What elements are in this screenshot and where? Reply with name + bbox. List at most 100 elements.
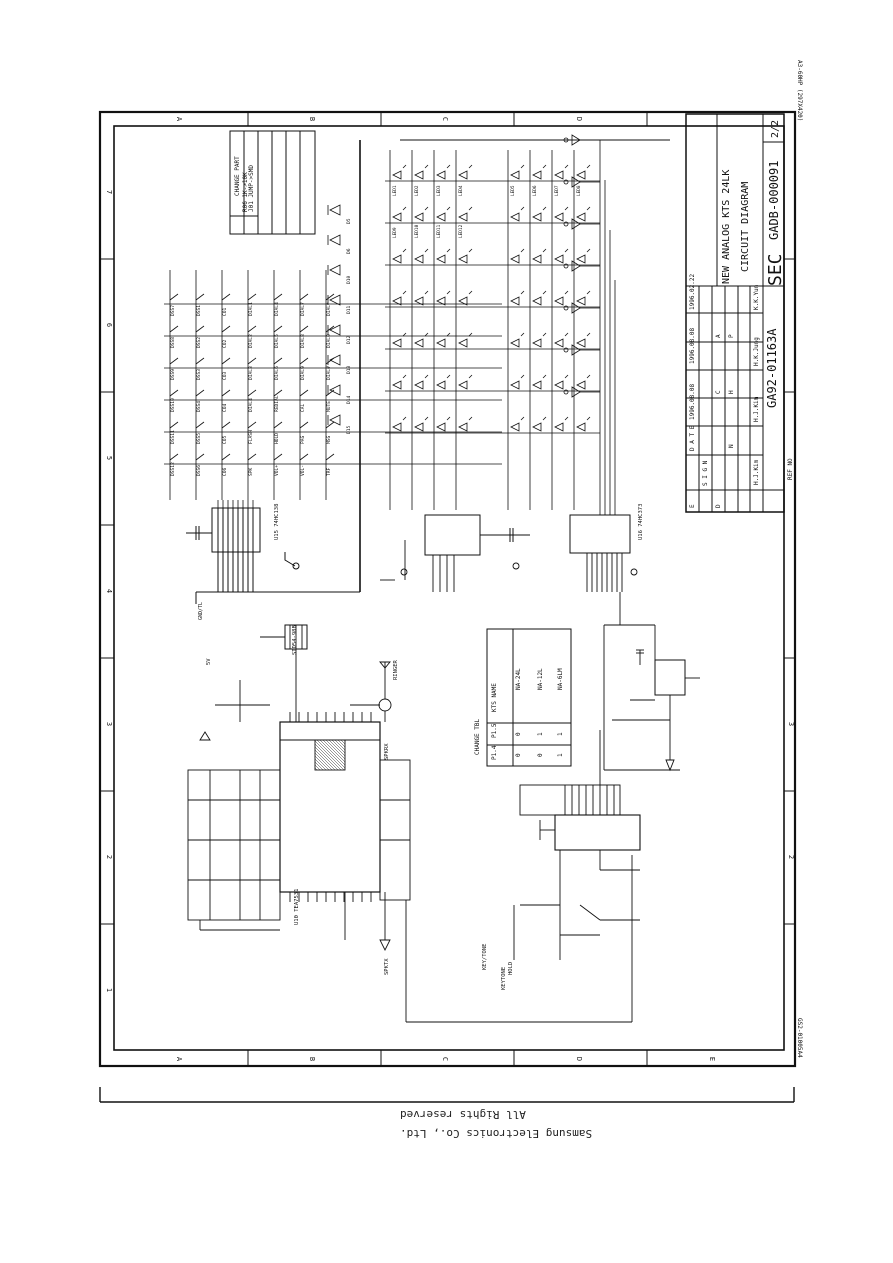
diode-label: D10 — [346, 275, 352, 284]
key-matrix-labels: DSS7DSS8DSS9DSS10DSS11DSS12DSS1DSS2DSS3D… — [170, 218, 352, 476]
key-label: DIAL1 — [248, 302, 254, 316]
key-switch — [247, 453, 257, 461]
led-icon — [510, 212, 520, 222]
key-label: PAG — [300, 435, 306, 444]
led-label: LED8 — [576, 185, 582, 196]
key-label: DSS5 — [196, 433, 202, 444]
diode-label: D15 — [346, 425, 352, 434]
zone-labels: A B C D A B C D E 1 2 3 4 5 6 7 2 3 — [105, 117, 795, 1062]
part-number: GA92-01163A — [765, 328, 779, 408]
driver-transistor-icon — [571, 218, 581, 230]
key-label: DSS7 — [170, 305, 176, 316]
key-matrix — [164, 204, 502, 508]
led-icon — [510, 380, 520, 390]
key-label: CO4 — [222, 403, 228, 412]
tone-label-keytone: KEY/TONE — [482, 944, 488, 971]
zone-bot-e: E — [708, 1057, 716, 1061]
inner-frame — [113, 125, 785, 1051]
ic-u16-label: U16 74HC373 — [638, 504, 644, 540]
led-icon — [414, 254, 424, 264]
zone-left-4: 4 — [105, 589, 113, 593]
key-switch — [299, 293, 309, 301]
led-icon — [532, 170, 542, 180]
zone-left-1: 1 — [105, 988, 113, 992]
key-label: DSS4 — [196, 401, 202, 412]
zone-bot-b: B — [308, 1057, 316, 1061]
led-icon — [414, 422, 424, 432]
led-icon — [436, 296, 446, 306]
key-label: DSS3 — [196, 369, 202, 380]
key-switch — [299, 325, 309, 333]
key-switch — [195, 293, 205, 301]
rev-date-1: 1996.08.08 — [689, 383, 696, 420]
model-row2-c: NA-12L — [537, 668, 544, 690]
key-switch — [273, 325, 283, 333]
model-row3-b: 1 — [557, 732, 564, 736]
led-icon — [436, 212, 446, 222]
rev-sig-4: K.K.Yun — [753, 284, 760, 310]
model-row2-a: 0 — [537, 753, 544, 757]
key-switch — [221, 325, 231, 333]
led-label: LED1 — [392, 185, 398, 196]
diode-icon — [329, 294, 341, 306]
zone-left-2: 2 — [105, 855, 113, 859]
ic-u15-label: U15 74HC138 — [274, 504, 280, 540]
zone-bot-d: D — [575, 1057, 583, 1061]
key-label: DIAL0 — [326, 334, 332, 348]
change-part-header: CHANGE PART — [234, 156, 241, 196]
company-code: SEC — [765, 253, 786, 286]
led-label: LED6 — [532, 185, 538, 196]
key-switch — [169, 325, 179, 333]
led-icon — [532, 296, 542, 306]
audio-label-spktx: SPKTX — [384, 958, 390, 975]
model-table-h2: P1.5 — [491, 723, 498, 738]
zone-top-a: A — [175, 117, 183, 122]
led-bus — [380, 540, 638, 592]
led-icon — [458, 170, 468, 180]
rev-code-c: C — [715, 390, 722, 394]
change-part-row-2: J01 JUMP->SMD — [248, 165, 255, 212]
key-label: REDIAL — [274, 395, 280, 412]
audio-label-keytone: KEYTONE — [501, 967, 507, 990]
rev-role-p: P — [728, 334, 735, 338]
audio-ic-label: U10 TEA7531 — [294, 889, 300, 925]
led-icon — [392, 170, 402, 180]
drawing-subtitle: CIRCUIT DIAGRAM — [740, 182, 751, 272]
led-icon — [458, 422, 468, 432]
key-switch — [169, 293, 179, 301]
led-icon — [532, 338, 542, 348]
drawing-title: NEW ANALOG KTS 24LK — [721, 170, 732, 284]
led-icon — [414, 212, 424, 222]
key-label: DIAL3 — [248, 366, 254, 380]
led-label: LED10 — [414, 224, 420, 238]
copyright-company: Samsung Electronics Co., Ltd. — [400, 1127, 593, 1140]
zone-left-6: 6 — [105, 323, 113, 327]
audio-label-5v: 5V — [206, 658, 212, 665]
audio-label-spkrx: SPKRX — [384, 743, 390, 760]
led-icon — [576, 422, 586, 432]
key-label: DSS9 — [170, 369, 176, 380]
model-row2-b: 1 — [537, 732, 544, 736]
led-icon — [532, 254, 542, 264]
led-label: LED11 — [436, 224, 442, 238]
key-switch — [221, 357, 231, 365]
zone-bot-a: A — [175, 1057, 183, 1062]
key-switch — [273, 453, 283, 461]
outer-frame — [98, 110, 797, 1068]
key-switch — [299, 357, 309, 365]
led-icon — [554, 338, 564, 348]
led-label: LED2 — [414, 185, 420, 196]
led-icon — [554, 170, 564, 180]
key-label: FLASH — [248, 430, 254, 444]
key-switch — [299, 453, 309, 461]
key-label: DIAL4 — [248, 398, 254, 412]
diode-label: D12 — [346, 335, 352, 344]
key-label: DSS1 — [196, 305, 202, 316]
led-icon — [554, 254, 564, 264]
audio-section — [187, 624, 633, 1023]
driver-transistor-icon — [571, 176, 581, 188]
key-switch — [195, 421, 205, 429]
led-label: LED7 — [554, 185, 560, 196]
key-label: DSS11 — [170, 430, 176, 444]
